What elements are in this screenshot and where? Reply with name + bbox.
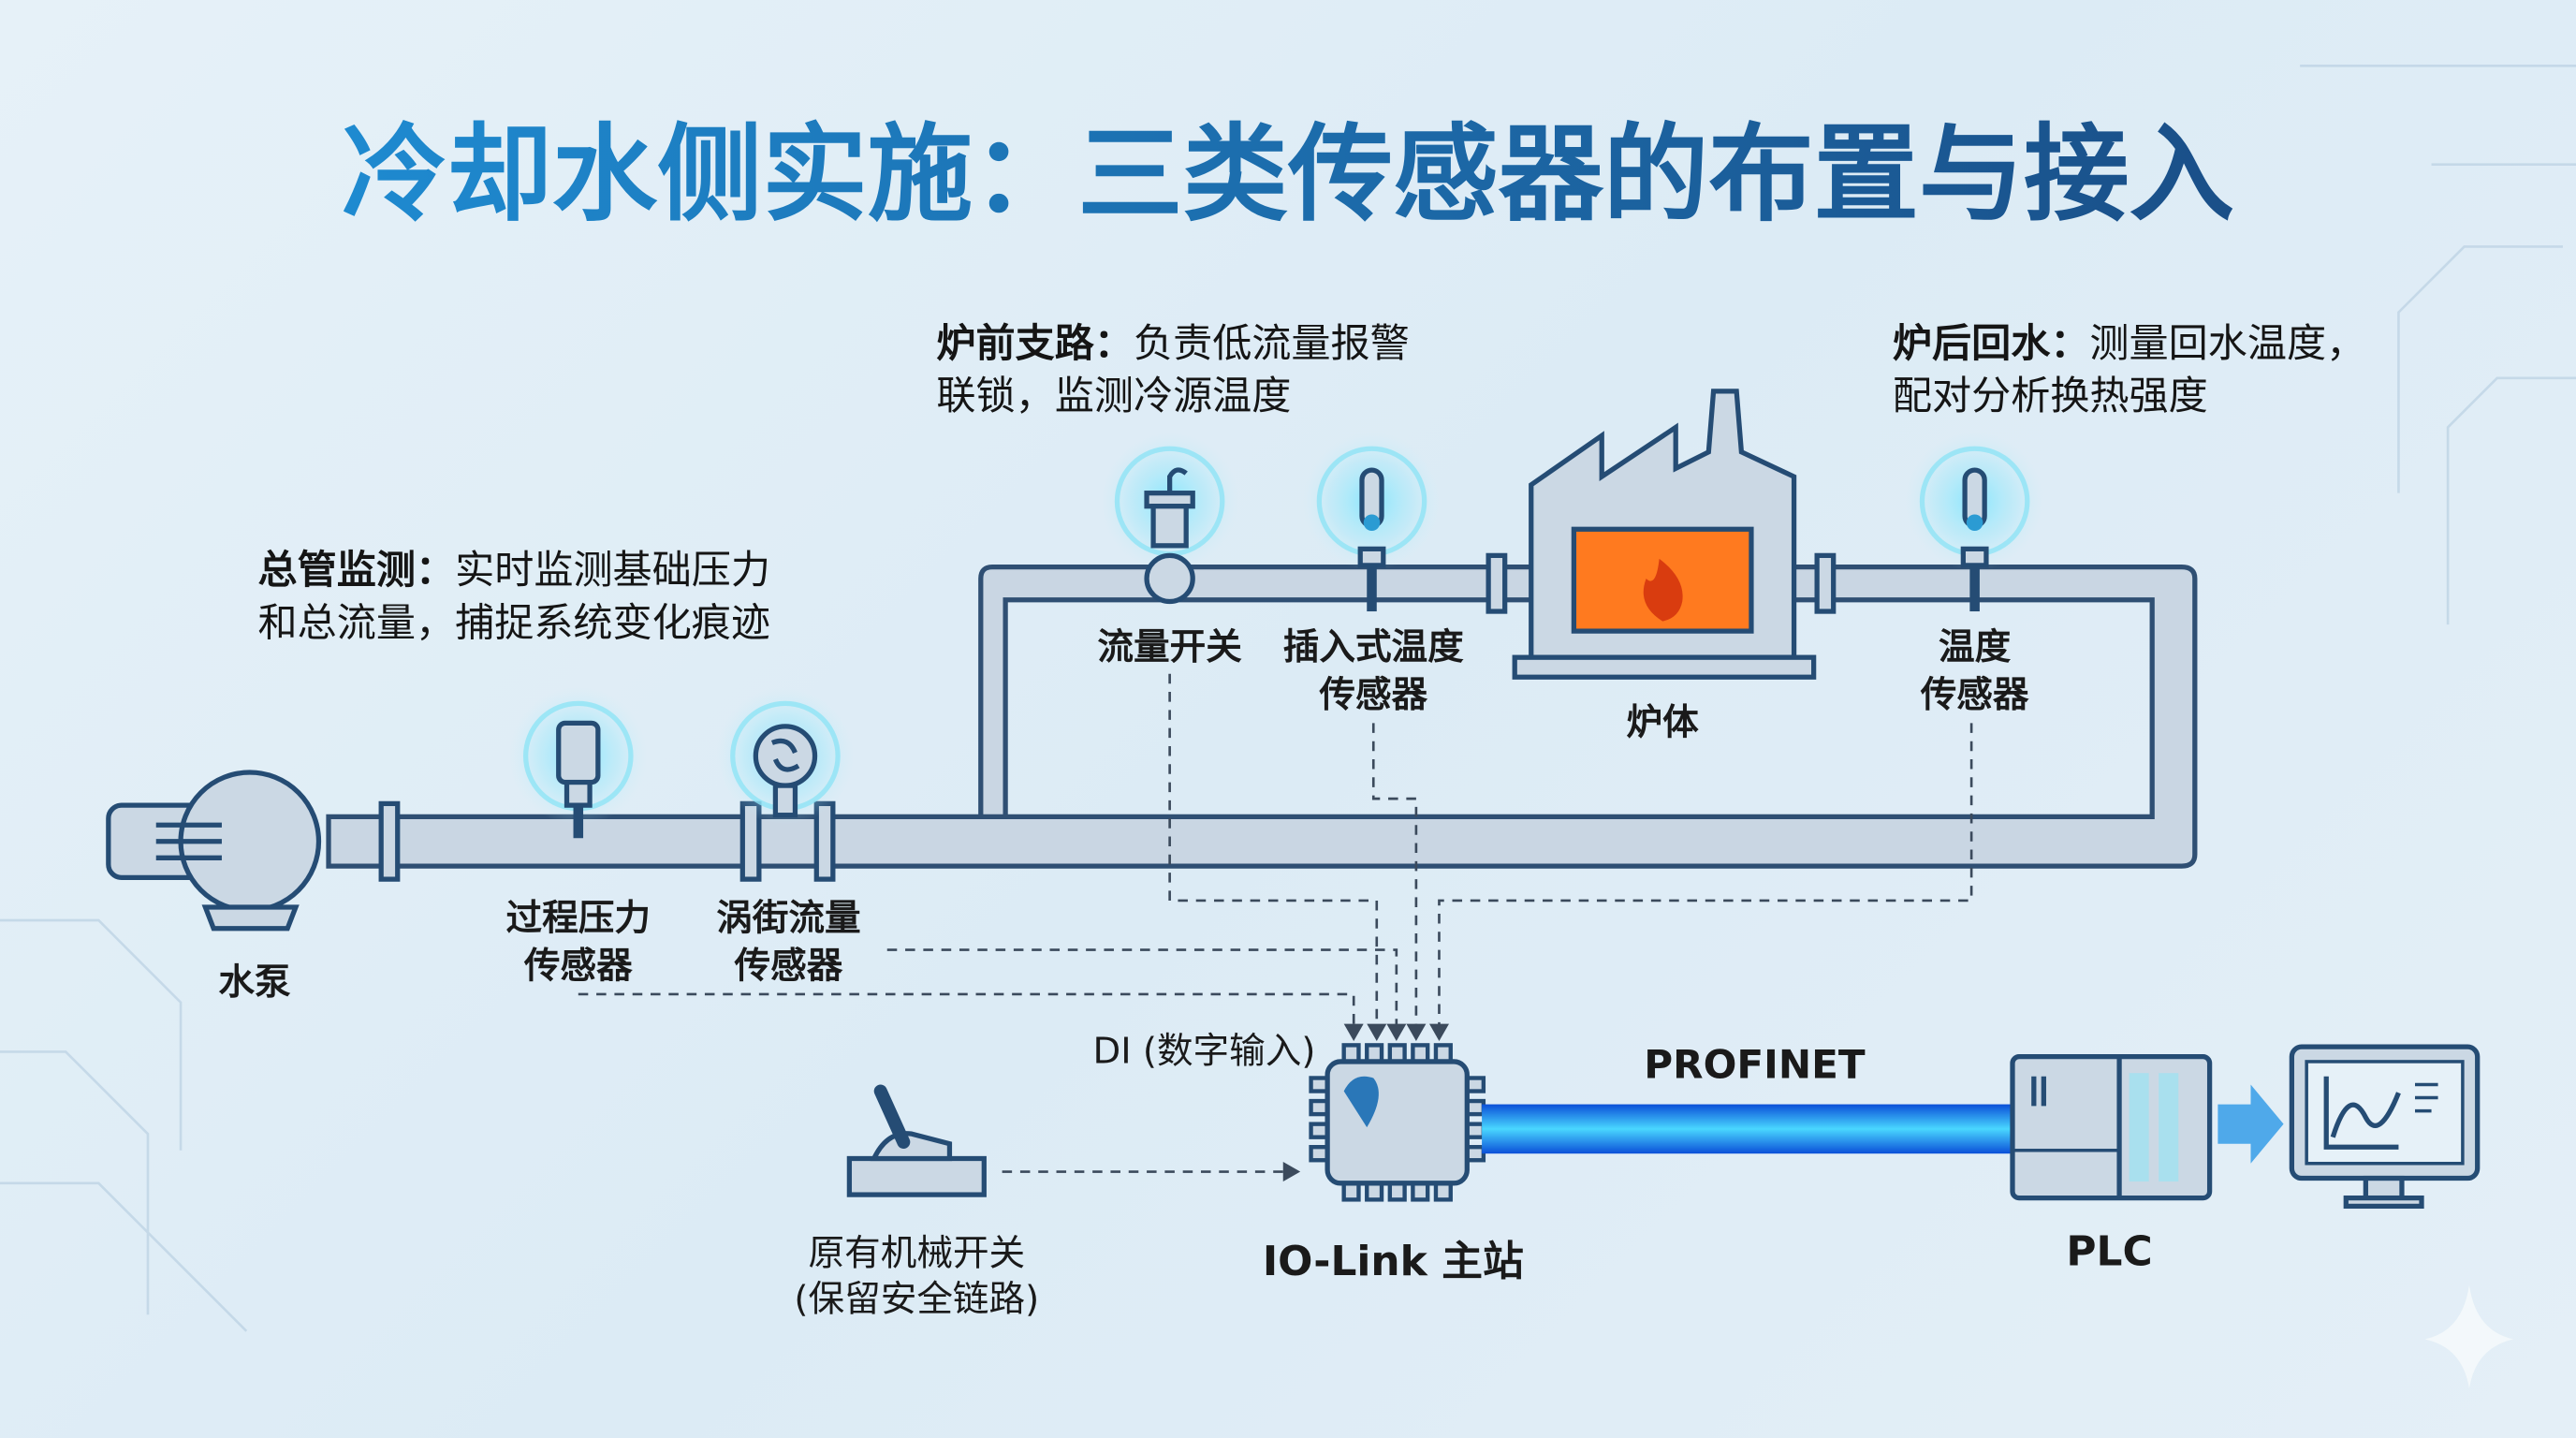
- vortex-flow-sensor-icon: [716, 686, 855, 826]
- svg-text:配对分析换热强度: 配对分析换热强度: [1893, 373, 2208, 418]
- pressure-sensor-label-2: 传感器: [523, 945, 633, 987]
- profinet-label: PROFINET: [1644, 1041, 1866, 1087]
- profinet-link: [1482, 1104, 2014, 1154]
- insert-temp-sensor-icon: [1302, 432, 1442, 612]
- mechanical-switch-label-2: (保留安全链路): [794, 1279, 1039, 1321]
- vortex-sensor-label-1: 涡街流量: [716, 898, 860, 940]
- pressure-sensor-icon: [509, 686, 648, 839]
- flow-switch-label: 流量开关: [1097, 626, 1242, 668]
- page-title: 冷却水侧实施：三类传感器的布置与接入: [342, 114, 2234, 236]
- svg-text:总管监测：实时监测基础压力: 总管监测：实时监测基础压力: [258, 547, 770, 593]
- mechanical-switch-icon: [846, 1084, 987, 1197]
- circuit-decoration: [0, 65, 2576, 1332]
- pressure-sensor-label-1: 过程压力: [506, 898, 651, 940]
- insert-temp-label-1: 插入式温度: [1283, 626, 1464, 668]
- insert-temp-label-2: 传感器: [1318, 674, 1427, 716]
- plc-icon: [2010, 1054, 2213, 1201]
- signal-lines: [578, 673, 1973, 1182]
- furnace-label: 炉体: [1627, 702, 1700, 744]
- sparkle-icon: [2424, 1284, 2514, 1389]
- arrow-icon: [2217, 1084, 2284, 1164]
- furnace-icon: [1512, 389, 1817, 680]
- io-link-master-label: IO-Link 主站: [1263, 1238, 1524, 1285]
- svg-text:炉前支路：负责低流量报警: 炉前支路：负责低流量报警: [936, 320, 1409, 366]
- io-link-master-icon: [1309, 1043, 1486, 1202]
- plc-label: PLC: [2066, 1228, 2152, 1276]
- temp-sensor-label-1: 温度: [1939, 626, 2012, 668]
- svg-text:联锁，监测冷源温度: 联锁，监测冷源温度: [936, 373, 1291, 418]
- svg-text:和总流量，捕捉系统变化痕迹: 和总流量，捕捉系统变化痕迹: [258, 599, 770, 645]
- temp-sensor-label-2: 传感器: [1920, 674, 2029, 716]
- monitor-icon: [2289, 1044, 2481, 1210]
- pump-label: 水泵: [218, 961, 291, 1004]
- temp-sensor-icon: [1905, 432, 2044, 612]
- flow-switch-icon: [1100, 432, 1239, 605]
- pump-icon: [106, 770, 322, 932]
- annotation-return-water: 炉后回水：测量回水温度， 配对分析换热强度: [1893, 320, 2365, 418]
- mechanical-switch-label-1: 原有机械开关: [809, 1233, 1026, 1275]
- svg-text:炉后回水：测量回水温度，: 炉后回水：测量回水温度，: [1893, 320, 2365, 366]
- annotation-main-line: 总管监测：实时监测基础压力 和总流量，捕捉系统变化痕迹: [258, 547, 770, 645]
- pipe-loop: [326, 552, 2198, 882]
- di-label: DI (数字输入): [1093, 1031, 1316, 1073]
- annotation-front-branch: 炉前支路：负责低流量报警 联锁，监测冷源温度: [936, 320, 1409, 418]
- vortex-sensor-label-2: 传感器: [734, 945, 843, 987]
